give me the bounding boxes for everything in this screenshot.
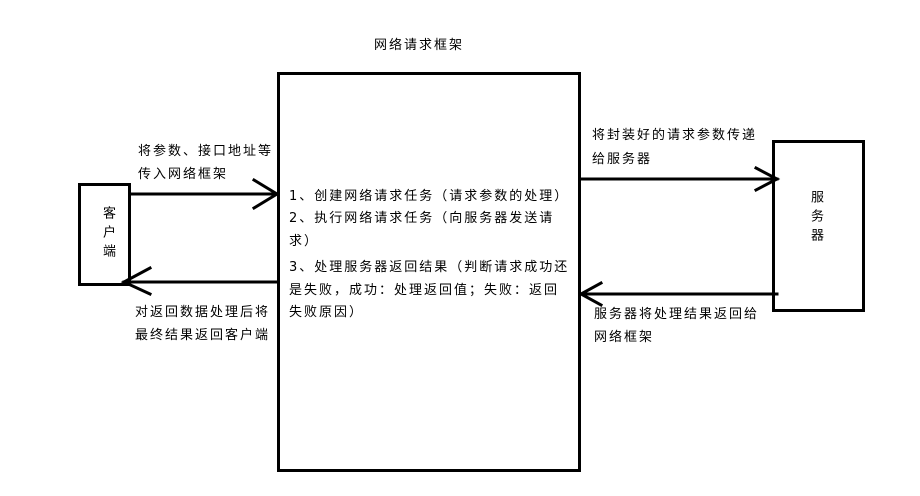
server-label: 服务器 — [808, 189, 823, 247]
server-node — [772, 140, 865, 312]
edge-label-server-to-framework-1: 服务器将处理结果返回给 — [594, 307, 760, 322]
edge-label-client-to-framework-1: 将参数、接口地址等 — [138, 144, 274, 159]
edge-label-client-to-framework-2: 传入网络框架 — [138, 167, 229, 182]
edge-label-framework-to-server-2: 给服务器 — [592, 152, 653, 167]
framework-step-3: 3、处理服务器返回结果（判断请求成功还 — [289, 260, 570, 275]
framework-step-2: 2、执行网络请求任务（向服务器发送请 — [289, 211, 555, 226]
diagram-title: 网络请求框架 — [374, 38, 465, 53]
arrowhead-client-to-framework — [251, 177, 280, 211]
framework-node — [277, 72, 581, 472]
edge-label-framework-to-server-1: 将封装好的请求参数传递 — [592, 128, 758, 143]
edge-label-server-to-framework-2: 网络框架 — [594, 330, 655, 345]
framework-step-3-cont: 是失败，成功：处理返回值；失败：返回 — [289, 283, 560, 298]
edge-label-framework-to-client-2: 最终结果返回客户端 — [135, 328, 271, 343]
client-label: 客户端 — [100, 205, 115, 263]
edge-label-framework-to-client-1: 对返回数据处理后将 — [135, 305, 271, 320]
framework-step-3-cont2: 失败原因） — [289, 305, 365, 320]
client-node — [78, 183, 131, 286]
arrowhead-server-to-framework — [577, 280, 604, 308]
framework-step-2-cont: 求） — [289, 234, 320, 249]
framework-step-1: 1、创建网络请求任务（请求参数的处理） — [289, 189, 570, 204]
